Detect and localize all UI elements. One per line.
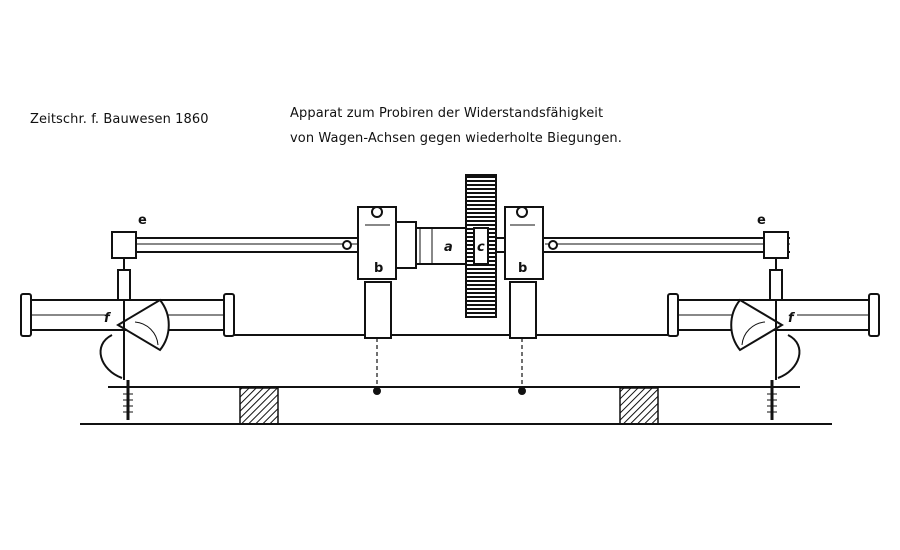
label-f-right: f [788,311,796,326]
label-b-right: b [518,261,527,276]
label-b-left: b [374,261,383,276]
right-bearing [504,206,544,395]
label-c: c [477,240,485,255]
source-caption: Zeitschr. f. Bauwesen 1860 [30,112,209,127]
foundation-block-left [239,387,279,425]
left-bearing [357,206,397,395]
left-spring-sector [116,298,170,352]
label-f-left: f [104,311,112,326]
label-e-left: e [138,213,147,228]
left-cross-beam [20,293,235,337]
gear-wheel [465,174,497,318]
right-spring-sector [730,298,784,352]
left-hanger [99,231,137,420]
coupling-shaft [395,221,469,269]
right-hanger [763,231,801,420]
label-e-right: e [757,213,766,228]
label-a: a [444,240,453,255]
foundation-block-right [619,387,659,425]
title-line-1: Apparat zum Probiren der Widerstandsfähi… [290,106,604,121]
title-line-2: von Wagen-Achsen gegen wiederholte Biegu… [290,131,622,146]
